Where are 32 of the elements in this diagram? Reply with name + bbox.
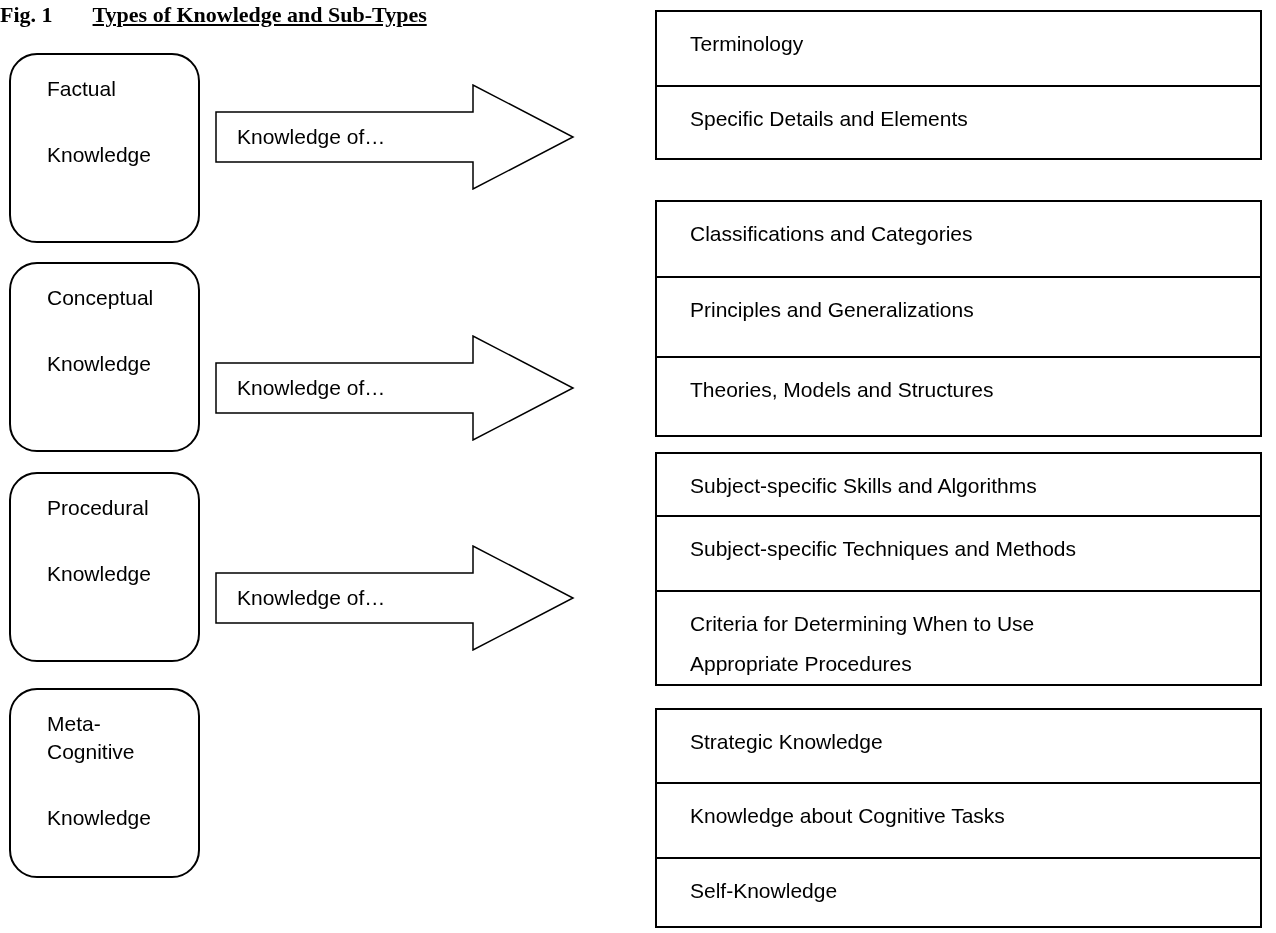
subtype-label: Principles and Generalizations [690,297,975,323]
subtype-label: Subject-specific Techniques and Methods [690,536,1077,562]
subtype-label: Classifications and Categories [690,221,974,247]
subtype-table [655,10,1262,160]
subtype-label: Strategic Knowledge [690,729,884,755]
subtype-table [655,452,1262,686]
subtype-table [655,200,1262,437]
figure-title: Types of Knowledge and Sub-Types [92,2,427,28]
subtype-label: Subject-specific Skills and Algorithms [690,473,1038,499]
type-label: Knowledge [47,561,152,587]
type-label: Conceptual [47,285,155,311]
knowledge-type-box [9,262,200,452]
subtype-table [655,708,1262,928]
type-label: Knowledge [47,142,152,168]
subtype-label: Theories, Models and Structures [690,377,995,403]
type-label: Meta-Cognitive [47,711,136,765]
subtype-label: Criteria for Determining When to Use Appropriate Procedures [690,611,1036,677]
type-label: Procedural [47,495,150,521]
type-label: Knowledge [47,351,152,377]
subtype-label: Specific Details and Elements [690,106,969,132]
subtype-label: Knowledge about Cognitive Tasks [690,803,1006,829]
knowledge-type-box [9,472,200,662]
arrow-label: Knowledge of… [237,124,386,151]
knowledge-type-box [9,53,200,243]
figure-number: Fig. 1 [0,2,53,28]
arrow-label: Knowledge of… [237,375,386,402]
subtype-label: Self-Knowledge [690,878,839,904]
type-label: Knowledge [47,805,152,831]
arrow-label: Knowledge of… [237,585,386,612]
knowledge-type-box [9,688,200,878]
subtype-label: Terminology [690,31,805,57]
type-label: Factual [47,76,117,102]
